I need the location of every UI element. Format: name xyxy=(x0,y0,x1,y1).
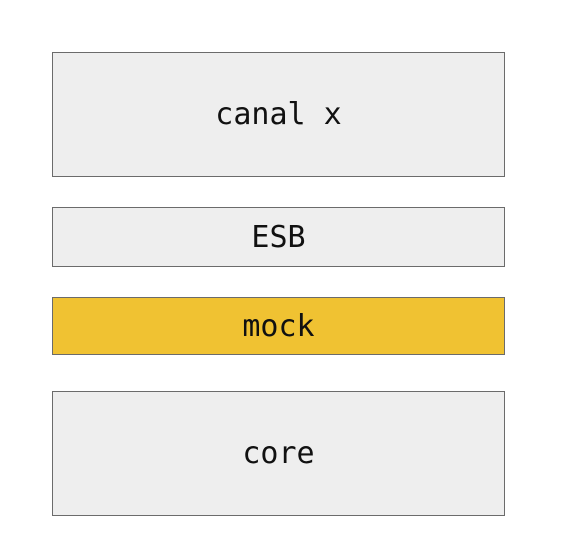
canal-x-label: canal x xyxy=(215,97,342,132)
mock-layer: mock xyxy=(52,297,505,355)
core-label: core xyxy=(242,436,315,471)
esb-layer: ESB xyxy=(52,207,505,267)
canal-x-layer: canal x xyxy=(52,52,505,177)
esb-label: ESB xyxy=(251,219,306,255)
core-layer: core xyxy=(52,391,505,516)
mock-label: mock xyxy=(242,308,315,344)
